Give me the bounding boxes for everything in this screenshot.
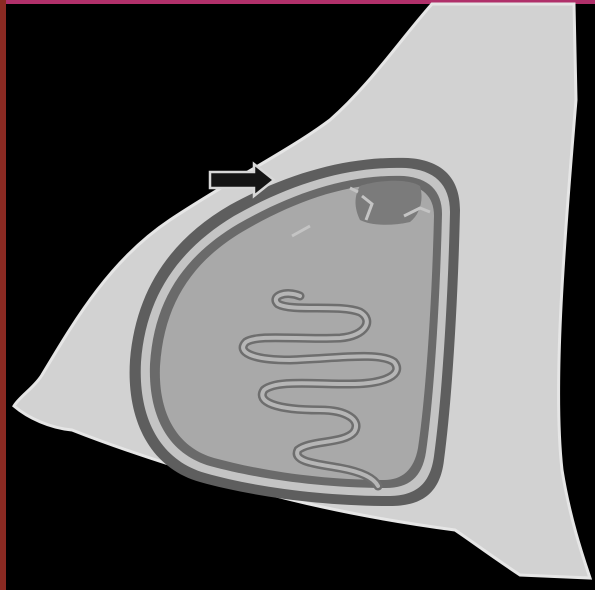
- image-frame: [0, 0, 595, 590]
- breast-implant-illustration: [0, 0, 595, 590]
